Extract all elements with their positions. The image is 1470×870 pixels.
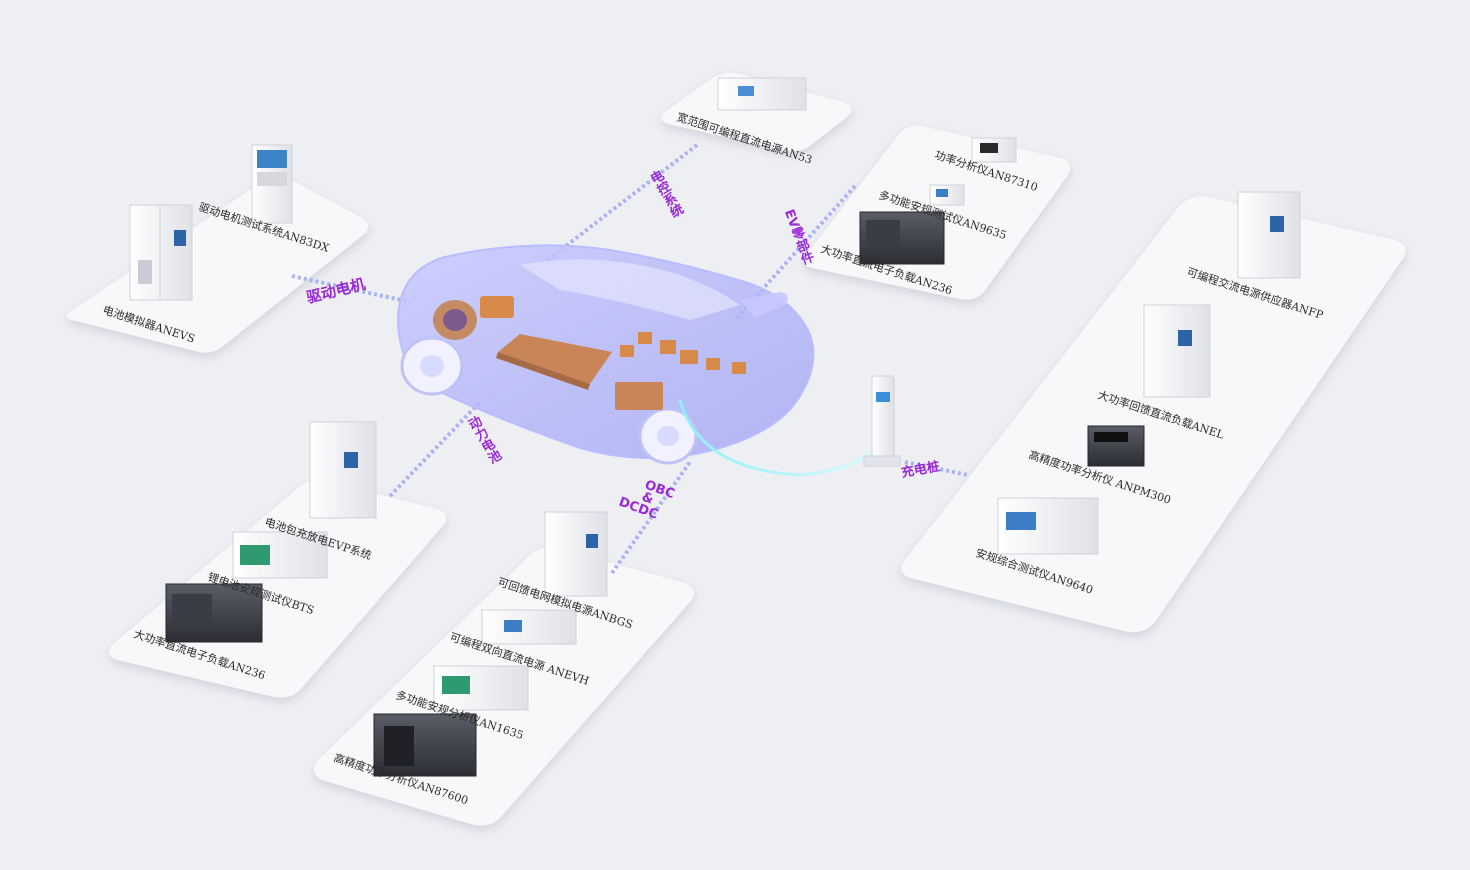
label-control: 电控系统 <box>645 168 685 223</box>
device-bts <box>232 531 328 579</box>
device-an83dx <box>251 144 293 224</box>
device-an1635 <box>433 665 529 711</box>
device-evp <box>309 421 377 519</box>
connector-battery <box>388 400 482 498</box>
device-an87600 <box>373 713 477 777</box>
car-spoiler <box>740 292 788 318</box>
car-components <box>615 332 746 410</box>
charger-screen <box>876 392 890 402</box>
device-anpm300 <box>1087 425 1145 467</box>
device-an9635 <box>929 184 965 206</box>
car-motor <box>433 296 514 340</box>
car-windshield <box>520 259 740 320</box>
charging-station <box>678 375 901 477</box>
device-an236-top <box>859 211 945 265</box>
device-anbgs <box>544 511 608 597</box>
device-an236-bottom <box>165 583 263 643</box>
connector-motor <box>291 274 411 304</box>
label-obc-2: & <box>640 490 656 508</box>
connector-control <box>543 143 699 264</box>
car-wheel-rear-hub <box>657 426 679 446</box>
device-anevs <box>129 204 193 301</box>
charger-base <box>863 455 901 467</box>
charger-post <box>871 375 895 465</box>
label-motor: 驱动电机 <box>305 275 368 307</box>
connector-charger <box>904 460 969 477</box>
car <box>396 244 815 465</box>
connectors <box>291 143 969 575</box>
car-battery-pack <box>498 334 612 384</box>
device-anfp <box>1237 191 1301 279</box>
device-an53 <box>717 77 807 111</box>
platform-motor <box>66 178 369 353</box>
label-battery: 动力电池 <box>464 414 504 468</box>
device-an9640 <box>997 497 1099 555</box>
platform-battery <box>108 480 447 698</box>
device-an87310 <box>971 137 1017 163</box>
car-battery-side <box>496 352 590 390</box>
car-wheel-front-hub <box>420 355 444 377</box>
device-anel <box>1143 304 1211 398</box>
connector-obc <box>610 460 692 575</box>
device-anevh <box>481 609 577 645</box>
label-charger: 充电桩 <box>900 458 941 481</box>
charging-cable <box>678 399 887 477</box>
